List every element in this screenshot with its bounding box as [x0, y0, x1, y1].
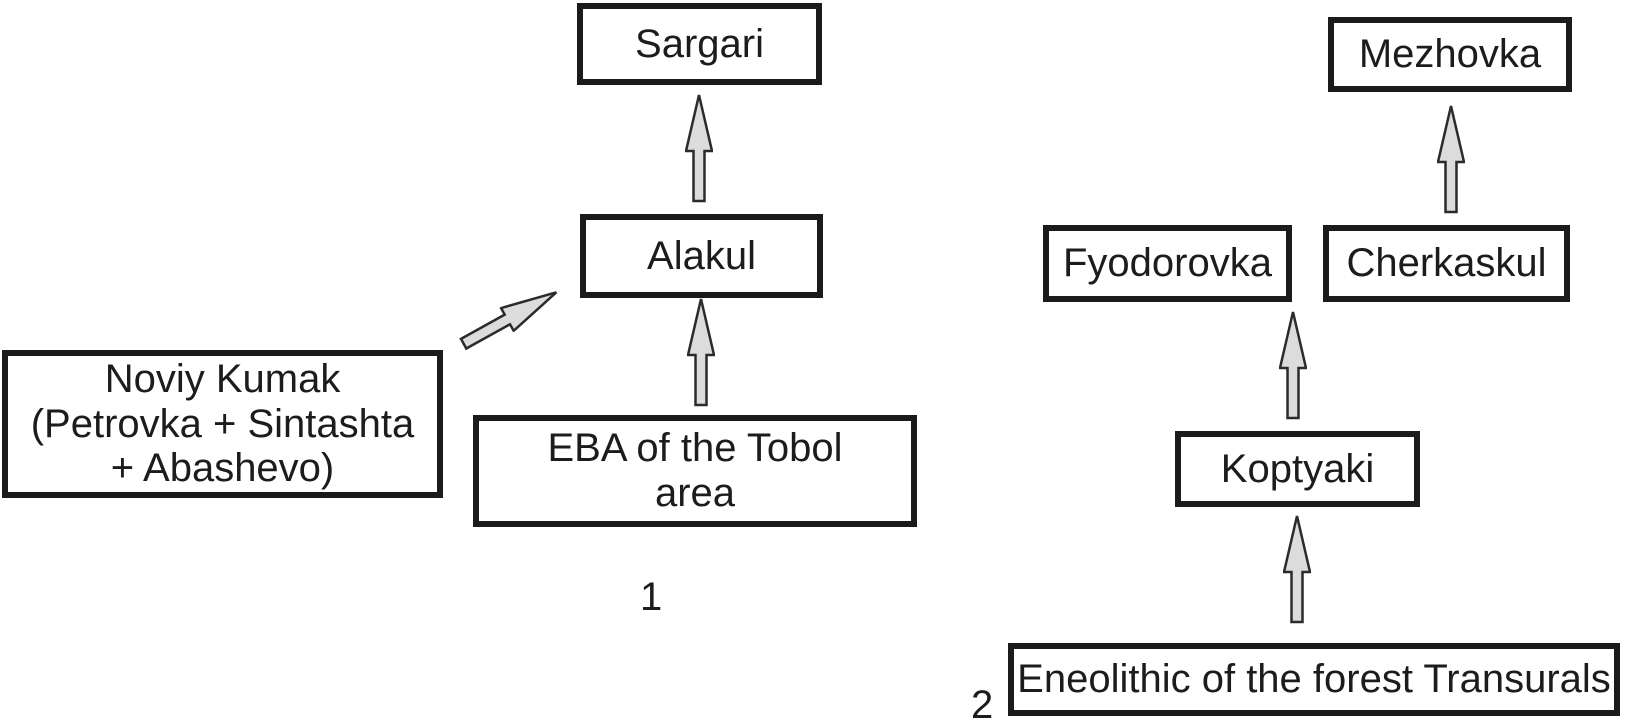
node-sargari: Sargari: [577, 3, 822, 85]
arrow-eba-to-alakul: [686, 297, 716, 407]
arrow-noviy-kumak-to-alakul: [455, 279, 565, 357]
arrow-up-right-icon: [459, 291, 558, 351]
node-eba-tobol: EBA of the Tobol area: [473, 415, 917, 527]
node-noviy-kumak-line1: Noviy Kumak: [104, 356, 341, 401]
arrow-up-icon: [686, 298, 716, 407]
node-noviy-kumak-line3: + Abashevo): [110, 446, 335, 491]
arrow-up-icon: [684, 94, 714, 203]
arrow-cherkaskul-to-mezhovka: [1436, 104, 1466, 214]
arrow-eneolithic-to-koptyaki: [1282, 514, 1312, 624]
node-noviy-kumak: Noviy Kumak (Petrovka + Sintashta + Abas…: [2, 350, 443, 498]
node-cherkaskul-label: Cherkaskul: [1346, 241, 1547, 286]
node-koptyaki-label: Koptyaki: [1220, 446, 1375, 491]
node-koptyaki: Koptyaki: [1175, 431, 1420, 507]
arrow-alakul-to-sargari: [684, 93, 714, 203]
node-mezhovka-label: Mezhovka: [1358, 32, 1542, 77]
arrow-up-icon: [1282, 515, 1312, 624]
node-noviy-kumak-line2: (Petrovka + Sintashta: [30, 401, 415, 446]
node-alakul: Alakul: [580, 214, 823, 298]
arrow-up-icon: [1436, 105, 1466, 214]
node-eba-tobol-line1: EBA of the Tobol: [547, 426, 843, 471]
panel-1-number: 1: [640, 575, 663, 619]
arrow-up-icon: [1278, 311, 1308, 420]
node-eneolithic: Eneolithic of the forest Transurals: [1008, 643, 1620, 716]
node-mezhovka: Mezhovka: [1328, 17, 1572, 92]
node-alakul-label: Alakul: [647, 233, 756, 278]
node-eba-tobol-line2: area: [654, 471, 736, 515]
node-cherkaskul: Cherkaskul: [1323, 225, 1570, 302]
node-fyodorovka-label: Fyodorovka: [1063, 241, 1272, 286]
panel-2-number: 2: [971, 683, 994, 719]
node-fyodorovka: Fyodorovka: [1043, 225, 1292, 302]
node-eneolithic-label: Eneolithic of the forest Transurals: [1017, 657, 1611, 702]
arrow-koptyaki-to-fyodorovka-cherkaskul: [1278, 310, 1308, 420]
node-sargari-label: Sargari: [635, 21, 764, 66]
